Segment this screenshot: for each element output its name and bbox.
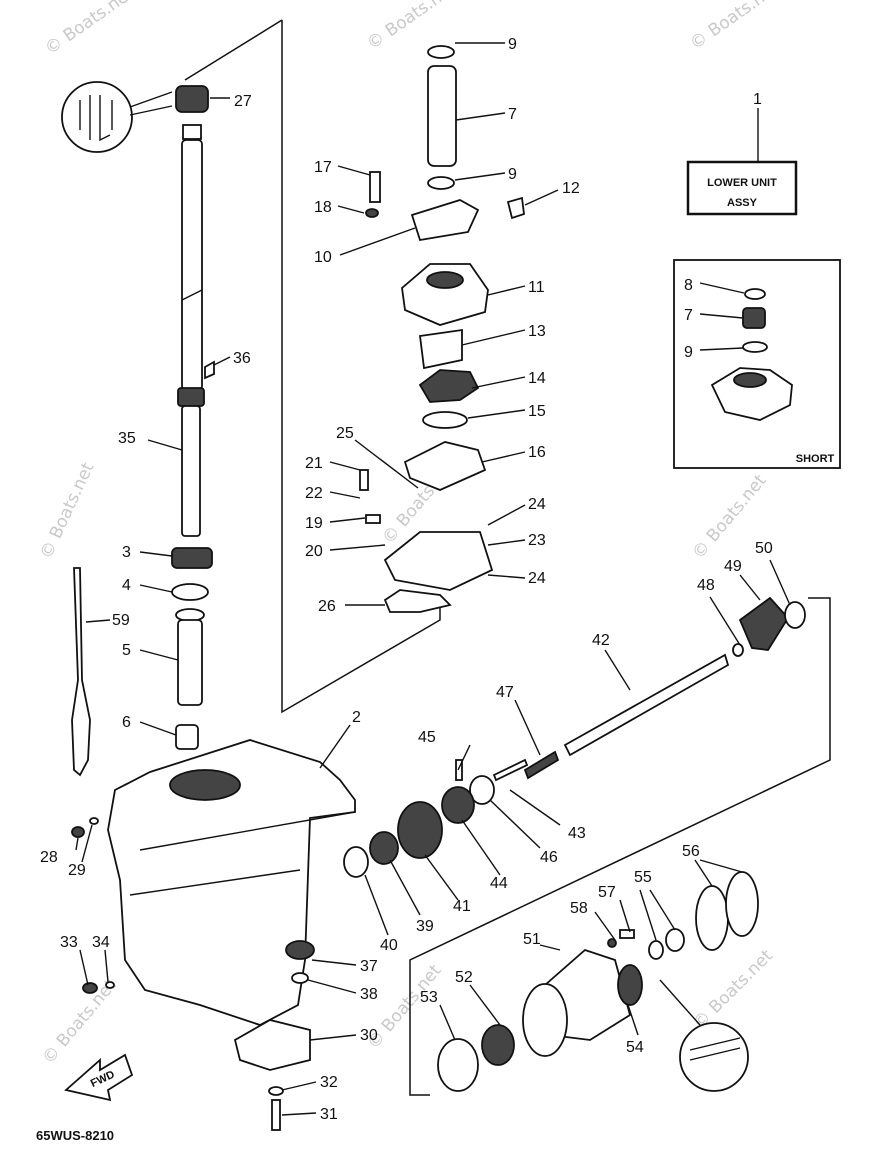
callout-7: 7 [508,106,517,123]
assy-label-line1: LOWER UNIT [707,177,777,189]
inset-callout-7: 7 [684,307,693,324]
callout-35: 35 [118,430,136,447]
callout-14: 14 [528,370,546,387]
assy-label-box [686,160,798,216]
callout-26: 26 [318,598,336,615]
callout-56: 56 [682,843,700,860]
diagram-code: 65WUS-8210 [36,1128,114,1143]
callout-11: 11 [528,279,545,296]
callout-17: 17 [314,159,332,176]
callout-20: 20 [305,543,323,560]
callout-28: 28 [40,849,58,866]
callout-57: 57 [598,884,616,901]
callout-58: 58 [570,900,588,917]
callout-46: 46 [540,849,558,866]
callout-52: 52 [455,969,473,986]
callout-32: 32 [320,1074,338,1091]
callout-41: 41 [453,898,471,915]
callout-59: 59 [112,612,130,629]
callout-49: 49 [724,558,742,575]
callout-13: 13 [528,323,546,340]
callout-9-top: 9 [508,36,517,53]
callout-54: 54 [626,1039,644,1056]
callout-4: 4 [122,577,131,594]
watermark: © Boats.net [689,946,777,1034]
callout-47: 47 [496,684,514,701]
callout-18: 18 [314,199,332,216]
callout-15: 15 [528,403,546,420]
callout-30: 30 [360,1027,378,1044]
inset-callout-8: 8 [684,277,693,294]
callout-36: 36 [233,350,251,367]
callout-24: 24 [528,570,546,587]
callout-5: 5 [122,642,131,659]
callout-29: 29 [68,862,86,879]
callout-53: 53 [420,989,438,1006]
callout-23: 23 [528,532,546,549]
callout-24-top: 24 [528,496,546,513]
callout-25: 25 [336,425,354,442]
callout-37: 37 [360,958,378,975]
propeller-shaft-group [343,596,806,1092]
short-inset-box [673,259,841,469]
callout-1: 1 [753,91,762,108]
driveshaft-bracket-top [184,19,283,81]
inset-callout-9: 9 [684,344,693,361]
fwd-arrow [64,1053,134,1102]
callout-48: 48 [697,577,715,594]
shift-rod [71,567,91,777]
propeller-bracket [409,597,831,1096]
callout-34: 34 [92,934,110,951]
callout-51: 51 [523,931,541,948]
callout-55: 55 [634,869,652,886]
callout-16: 16 [528,444,546,461]
callout-39: 39 [416,918,434,935]
callout-40: 40 [380,937,398,954]
driveshaft-bracket [281,20,441,714]
callout-labels: 1 2 3 4 5 6 7 9 9 10 11 12 13 14 15 16 1… [40,36,773,1123]
leader-lines [75,42,791,1116]
callout-42: 42 [592,632,610,649]
watermark: © Boats.net [36,459,98,562]
callout-6: 6 [122,714,131,731]
callout-22: 22 [305,485,323,502]
watermark: © Boats.net [39,976,121,1069]
callout-9: 9 [508,166,517,183]
watermark: © Boats.net [41,0,138,59]
callout-3: 3 [122,544,131,561]
callout-45: 45 [418,729,436,746]
callout-21: 21 [305,455,323,472]
water-pump-group [359,45,525,613]
callout-10: 10 [314,249,332,266]
callout-44: 44 [490,875,508,892]
callout-19: 19 [305,515,323,532]
drive-shaft-group [171,85,215,750]
callout-27: 27 [234,93,252,110]
detail-circle-55 [679,1022,749,1092]
callout-2: 2 [352,709,361,726]
callout-43: 43 [568,825,586,842]
inset-label: SHORT [796,453,835,465]
callout-12: 12 [562,180,580,197]
assy-label-line2: ASSY [727,197,758,209]
watermark: © Boats.net [686,0,783,54]
callout-38: 38 [360,986,378,1003]
seal-detail-circle [61,81,133,153]
callout-33: 33 [60,934,78,951]
callout-31: 31 [320,1106,338,1123]
callout-50: 50 [755,540,773,557]
